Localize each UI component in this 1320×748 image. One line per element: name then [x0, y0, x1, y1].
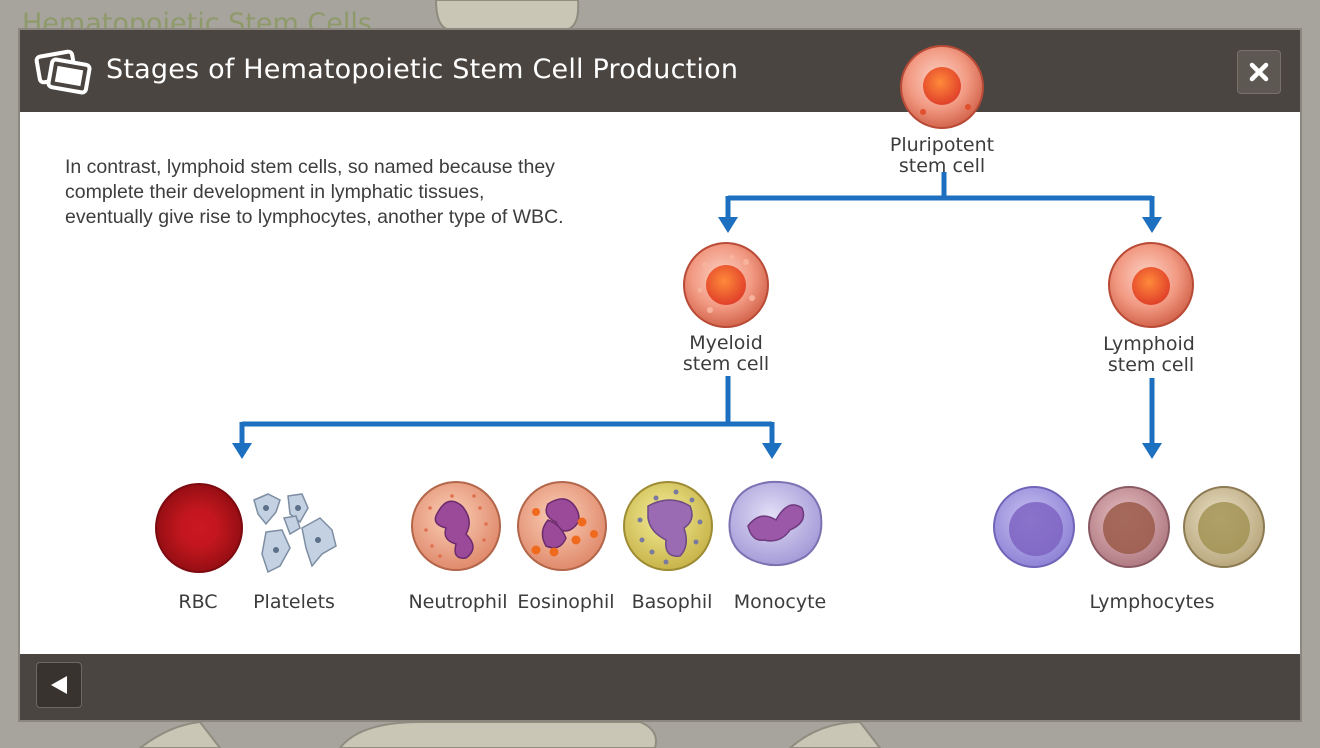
close-icon: [1249, 62, 1269, 82]
neutrophil-cell: [411, 481, 501, 571]
hematopoiesis-diagram: Pluripotent stem cell Myeloid stem cell …: [155, 45, 1265, 613]
pluripotent-label-line1: Pluripotent: [890, 134, 994, 156]
basophil-label: Basophil: [632, 591, 713, 613]
close-button[interactable]: [1237, 50, 1281, 94]
back-arrow-icon: [51, 676, 67, 694]
lymphocyte-cell-1: [993, 486, 1075, 568]
lymphocyte-cell-2: [1088, 486, 1170, 568]
tree-arrows: [239, 172, 1155, 447]
eosinophil-cell: [517, 481, 607, 571]
myeloid-stem-cell: [683, 242, 769, 328]
myeloid-label-line2: stem cell: [683, 353, 769, 375]
basophil-cell: [623, 481, 713, 571]
modal-title: Stages of Hematopoietic Stem Cell Produc…: [106, 54, 739, 85]
slide-description: In contrast, lymphoid stem cells, so nam…: [65, 156, 564, 228]
monocyte-label: Monocyte: [734, 591, 827, 613]
back-button[interactable]: [36, 662, 82, 708]
arrow-heads: [232, 217, 1162, 459]
modal-footer: [20, 654, 1300, 720]
lymphoid-stem-cell: [1108, 242, 1194, 328]
pluripotent-stem-cell: [900, 45, 984, 129]
pluripotent-label-line2: stem cell: [899, 155, 985, 177]
lymphocyte-cell-3: [1183, 486, 1265, 568]
slide-modal: Stages of Hematopoietic Stem Cell Produc…: [20, 30, 1300, 720]
lymphoid-label-line2: stem cell: [1108, 354, 1194, 376]
neutrophil-label: Neutrophil: [408, 591, 507, 613]
rbc-label: RBC: [178, 591, 217, 613]
eosinophil-label: Eosinophil: [517, 591, 614, 613]
monocyte-cell: [728, 480, 823, 567]
platelets-label: Platelets: [253, 591, 335, 613]
rbc-cell: [155, 483, 243, 573]
slides-icon: [34, 49, 92, 95]
lymphoid-label-line1: Lymphoid: [1103, 333, 1195, 355]
modal-header: Stages of Hematopoietic Stem Cell Produc…: [20, 30, 1300, 112]
myeloid-label-line1: Myeloid: [689, 332, 763, 354]
lymphocytes-label: Lymphocytes: [1089, 591, 1214, 613]
